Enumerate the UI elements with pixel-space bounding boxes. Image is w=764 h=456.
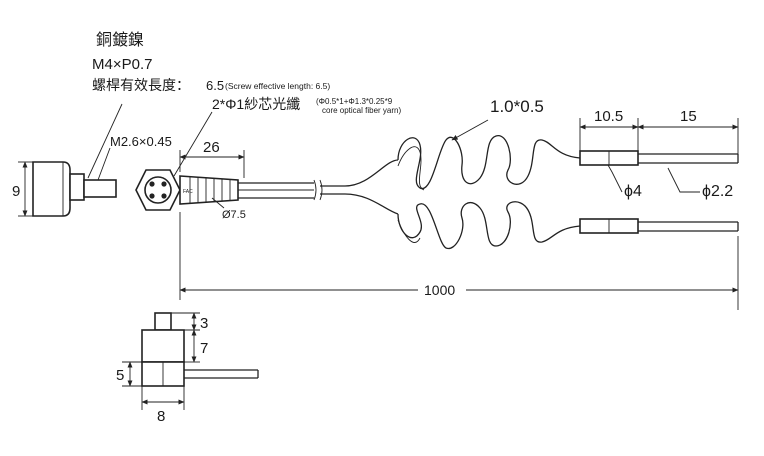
dim-5: 5 (116, 361, 142, 387)
dim-5-label: 5 (116, 367, 124, 384)
leader-phi2-2 (667, 167, 700, 193)
dim-15-label: 15 (680, 108, 697, 125)
bottom-side-view (141, 312, 259, 387)
fiber-spec: (Φ0.5*1+Φ1.3*0.25*9 (316, 97, 393, 106)
dim-7-label: 7 (200, 340, 208, 357)
fiber-coils (344, 135, 581, 249)
dim-3-7: 3 7 (171, 312, 208, 363)
dim-3-label: 3 (200, 315, 208, 332)
leader-phi4 (607, 164, 623, 193)
ferrule-upper (579, 150, 739, 166)
dim-10-5-15: 10.5 15 (579, 108, 739, 154)
screw-length-en: (Screw effective length: 6.5) (225, 81, 330, 91)
ferrule-lower (579, 218, 739, 234)
dim-1000-label: 1000 (424, 282, 455, 298)
fiber-en: core optical fiber yarn) (322, 106, 401, 115)
dim-10-5-label: 10.5 (594, 108, 623, 125)
dim-1000: 1000 (179, 212, 739, 310)
hex-nut-front (135, 169, 181, 211)
dim-8: 8 (141, 386, 185, 425)
dim-8-label: 8 (157, 408, 165, 425)
phi7-5-label: Ø7.5 (222, 209, 246, 221)
side-view-head (32, 161, 117, 217)
boot-marking: FAC (183, 189, 193, 195)
m26-label: M2.6×0.45 (110, 134, 172, 149)
ribbed-boot: FAC (179, 175, 239, 205)
fiber-label: 2*Φ1紗芯光纖 (212, 96, 300, 112)
screw-length-value: 6.5 (206, 78, 224, 93)
phi2-2-label: ϕ2.2 (702, 183, 733, 200)
dim-9-label: 9 (12, 183, 20, 200)
leader-material (87, 103, 123, 179)
material-label: 銅鍍鎳 (96, 31, 144, 49)
phi4-label: ϕ4 (624, 183, 642, 200)
leader-coil (451, 119, 489, 141)
leader-m26 (97, 147, 111, 181)
thread-label: M4×P0.7 (92, 56, 152, 73)
dim-26-label: 26 (203, 139, 220, 156)
coil-dim-label: 1.0*0.5 (490, 97, 544, 116)
dim-26: 26 (179, 139, 245, 178)
screw-length-label: 螺桿有效長度： (92, 77, 190, 93)
leader-phi7-5 (211, 197, 225, 209)
fiber-bundle (238, 179, 345, 201)
dim-9: 9 (12, 161, 33, 217)
